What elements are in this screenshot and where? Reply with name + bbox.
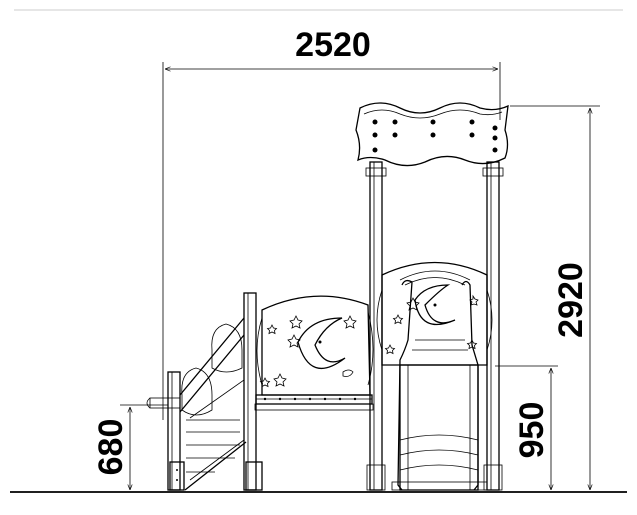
star-icon: [384, 294, 479, 355]
slide: [391, 279, 488, 491]
deck-height-label: 680: [92, 419, 130, 476]
tower-posts: [365, 161, 504, 491]
deck-panel: [254, 295, 374, 411]
dimension-deck-height: 680: [92, 404, 168, 490]
deck-posts: [167, 292, 263, 491]
dimension-slide-height: 950: [495, 365, 558, 490]
overall-width-label: 2520: [295, 26, 371, 64]
star-icon: [259, 315, 357, 388]
crescent-moon-icon: [297, 317, 346, 369]
crescent-moon-icon: [414, 284, 456, 326]
overall-height-label: 2920: [552, 262, 590, 338]
tower-arch-panel: [376, 261, 493, 366]
dimension-overall-height: 2920: [510, 105, 600, 490]
slide-height-label: 950: [513, 402, 551, 459]
dimension-overall-width: 2520: [162, 26, 501, 420]
roof-cloud-panel: [355, 102, 509, 167]
stair-ladder: [146, 317, 247, 491]
